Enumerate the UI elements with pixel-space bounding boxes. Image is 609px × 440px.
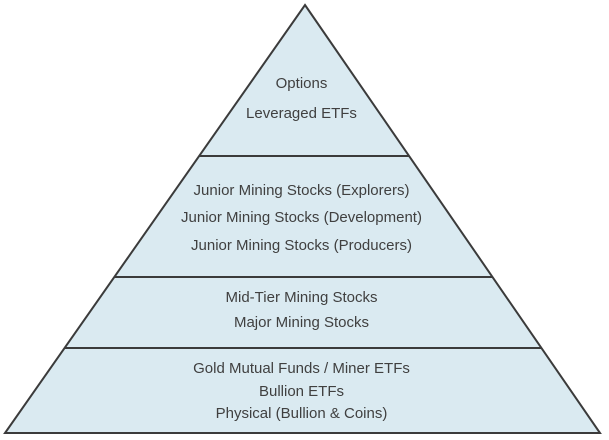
- pyramid-triangle: [3, 3, 602, 434]
- tier2-label-junior-explorers: Junior Mining Stocks (Explorers): [193, 182, 410, 199]
- tier3-label-mid-tier-mining: Mid-Tier Mining Stocks: [225, 289, 378, 306]
- tier1-label-leveraged-etfs: Leveraged ETFs: [246, 105, 357, 122]
- tier2-label-junior-producers: Junior Mining Stocks (Producers): [191, 237, 412, 254]
- tier4-label-bullion-etfs: Bullion ETFs: [258, 383, 345, 400]
- tier1-label-options: Options: [275, 75, 328, 92]
- tier2-label-junior-development: Junior Mining Stocks (Development): [181, 209, 422, 226]
- tier4-label-physical-bullion-coins: Physical (Bullion & Coins): [215, 405, 388, 422]
- tier4-label-gold-mutual-funds: Gold Mutual Funds / Miner ETFs: [193, 360, 410, 377]
- tier3-label-major-mining: Major Mining Stocks: [233, 314, 370, 331]
